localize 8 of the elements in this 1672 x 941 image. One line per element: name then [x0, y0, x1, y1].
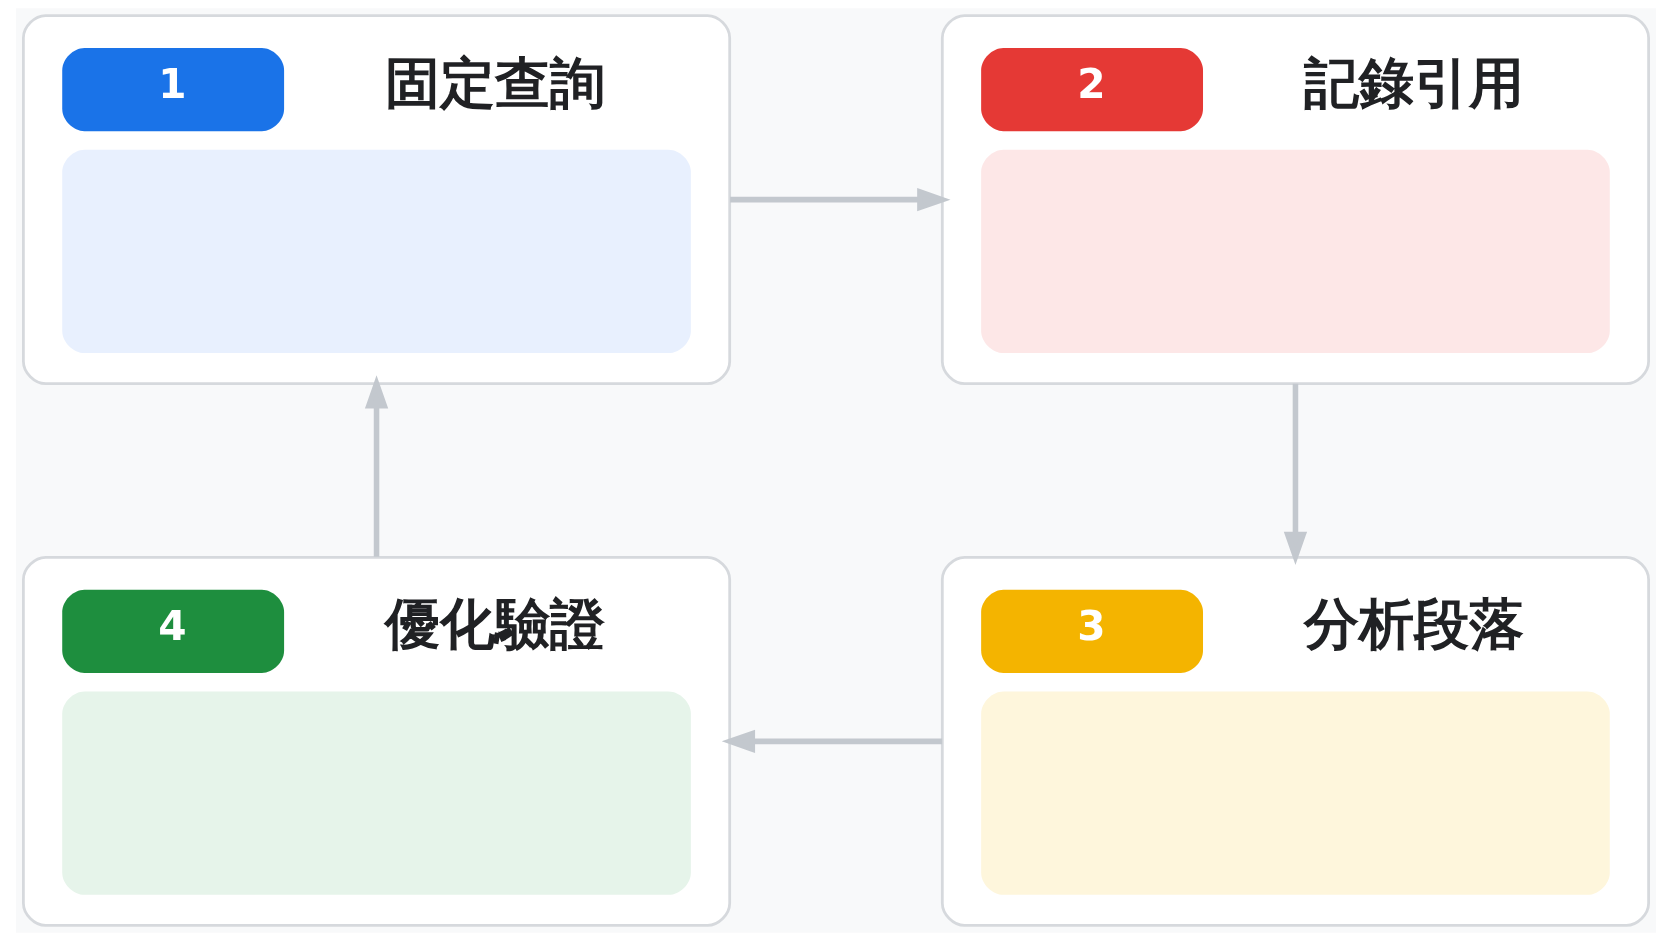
arrow: [364, 375, 389, 557]
node-box: 2 記錄引用: [940, 14, 1650, 385]
arrow: [730, 187, 951, 212]
node-box: 3 分析段落: [940, 556, 1650, 927]
arrow: [1283, 383, 1308, 566]
node-box: 4 優化驗證: [22, 556, 732, 927]
node-box: 1 固定查詢: [22, 14, 732, 385]
arrow: [721, 729, 943, 754]
